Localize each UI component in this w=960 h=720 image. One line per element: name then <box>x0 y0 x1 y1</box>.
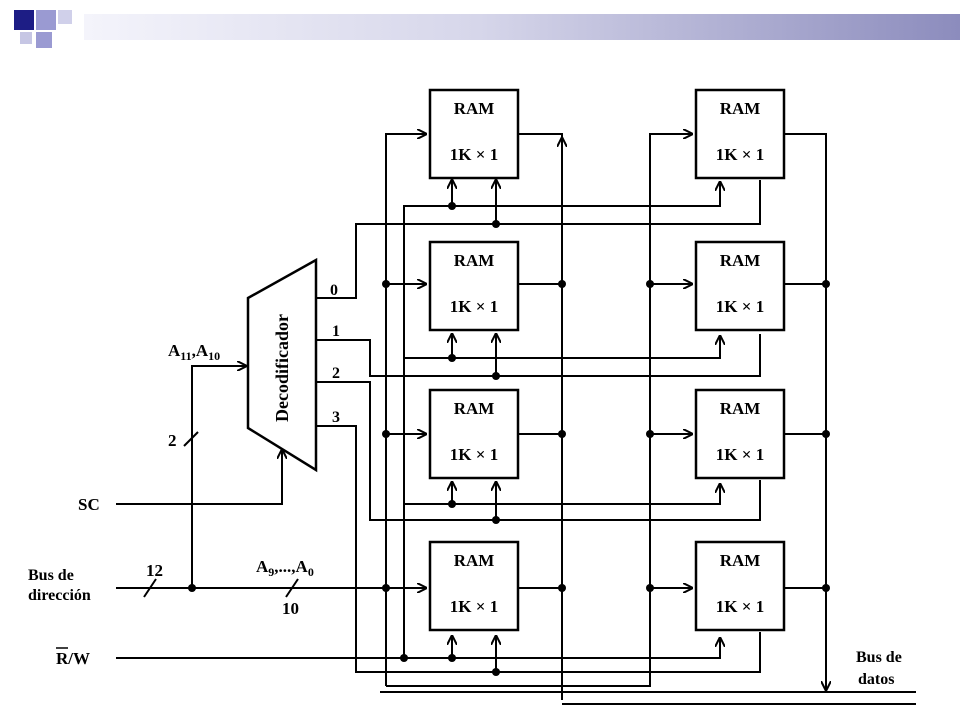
decoder-label: Decodificador <box>272 314 292 422</box>
ram-title: RAM <box>720 251 761 270</box>
addr-dot-r2 <box>646 430 654 438</box>
addr-dot-l3 <box>382 584 390 592</box>
high-address-width: 2 <box>168 431 177 450</box>
ram-size: 1K × 1 <box>716 297 764 316</box>
decoder-output-3: 3 <box>332 409 340 426</box>
ram-block: RAM 1K × 1 <box>428 240 520 332</box>
chip-select-line <box>116 450 282 505</box>
data-dot-r3 <box>822 584 830 592</box>
rw-line <box>116 638 720 659</box>
left-data-bus <box>518 133 563 698</box>
low-address-label: A9,...,A0 <box>256 557 314 579</box>
ram-size: 1K × 1 <box>716 597 764 616</box>
high-address-line <box>191 366 246 588</box>
data-dot-l1 <box>558 280 566 288</box>
data-dot-r1 <box>822 280 830 288</box>
logo-square-light <box>36 10 56 30</box>
data-dot-l2 <box>558 430 566 438</box>
rw-row2 <box>404 484 720 505</box>
left-column-address-bus <box>385 134 426 686</box>
ram-block: RAM 1K × 1 <box>428 88 520 180</box>
ram-block: RAM 1K × 1 <box>694 240 786 332</box>
ram-title: RAM <box>720 99 761 118</box>
data-dot-r2 <box>822 430 830 438</box>
logo-square-small <box>20 32 32 44</box>
low-address-width: 10 <box>282 599 299 618</box>
ram-block: RAM 1K × 1 <box>694 388 786 480</box>
ram-block-outline <box>694 388 786 480</box>
high-address-slash <box>183 431 199 447</box>
decoder-output-2: 2 <box>332 365 340 382</box>
logo-square-mid <box>36 32 52 48</box>
rw-label: R/W <box>56 649 90 668</box>
ram-block: RAM 1K × 1 <box>428 388 520 480</box>
ram-title: RAM <box>454 551 495 570</box>
ram-block-outline <box>694 88 786 180</box>
addr-dot-r3 <box>646 584 654 592</box>
ram-block-outline <box>428 88 520 180</box>
ram-block-outline <box>428 388 520 480</box>
ram-block: RAM 1K × 1 <box>694 540 786 632</box>
ram-size: 1K × 1 <box>716 445 764 464</box>
address-bus-label-1: Bus de <box>28 567 74 584</box>
addr-dot-l1 <box>382 280 390 288</box>
logo-square-pale <box>58 10 72 24</box>
address-bus-slash <box>143 578 157 598</box>
data-bus-label-2: datos <box>858 671 894 688</box>
header-gradient-band <box>84 14 960 40</box>
ram-title: RAM <box>720 551 761 570</box>
addr-dot-l2 <box>382 430 390 438</box>
decoder-output-0: 0 <box>330 282 338 299</box>
address-bus-label-2: dirección <box>28 587 91 604</box>
ram-title: RAM <box>720 399 761 418</box>
ram-block-outline <box>428 240 520 332</box>
ram-size: 1K × 1 <box>450 597 498 616</box>
ram-size: 1K × 1 <box>450 445 498 464</box>
right-data-bus <box>784 133 826 690</box>
chip-select-label: SC <box>78 495 100 514</box>
ram-block-outline <box>694 540 786 632</box>
rw-row1 <box>404 336 720 359</box>
ram-block-outline <box>428 540 520 632</box>
decoder-output-wires <box>316 180 761 673</box>
decoder-output-1: 1 <box>332 323 340 340</box>
ram-block: RAM 1K × 1 <box>428 540 520 632</box>
data-dot-l3 <box>558 584 566 592</box>
right-column-address-bus <box>386 134 692 687</box>
addr-dot-r1 <box>646 280 654 288</box>
ram-block: RAM 1K × 1 <box>694 88 786 180</box>
control-dots <box>448 202 500 676</box>
ram-title: RAM <box>454 399 495 418</box>
ram-size: 1K × 1 <box>450 297 498 316</box>
logo-square-dark <box>14 10 34 30</box>
ram-block-outline <box>694 240 786 332</box>
ram-size: 1K × 1 <box>450 145 498 164</box>
ram-size: 1K × 1 <box>716 145 764 164</box>
ram-array: RAM 1K × 1 RAM 1K × 1 RAM 1K × 1 RAM 1K × 1 RAM 1… <box>428 88 786 632</box>
ram-title: RAM <box>454 251 495 270</box>
low-address-slash <box>285 578 299 598</box>
high-address-label: A11,A10 <box>168 341 220 363</box>
decoder-block <box>246 257 318 473</box>
address-bus-width: 12 <box>146 561 163 580</box>
slide-header-bar <box>0 0 960 52</box>
data-bus-label-1: Bus de <box>856 649 902 666</box>
ram-title: RAM <box>454 99 495 118</box>
